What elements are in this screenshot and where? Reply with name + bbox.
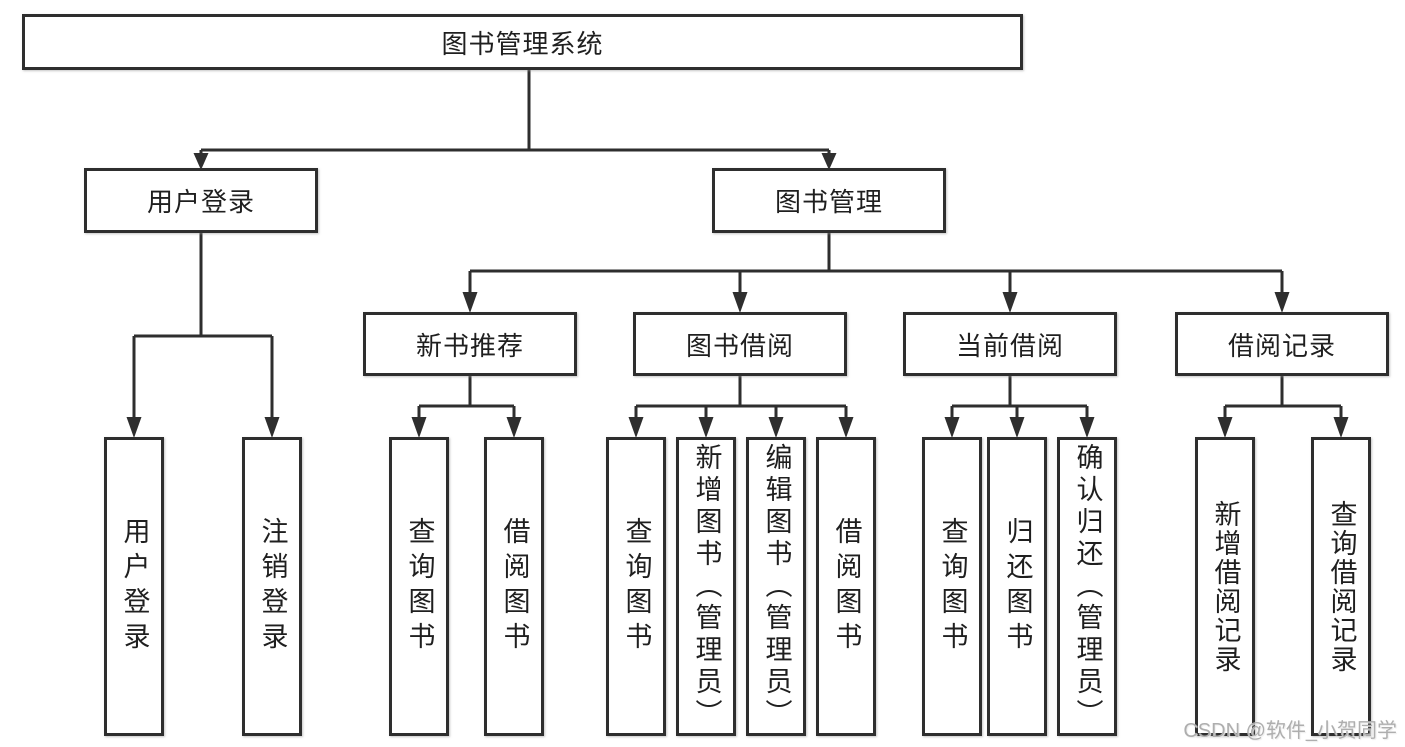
leaf-label: 确认归还（管理员） (1072, 442, 1103, 731)
leaf-query-borrow-record: 查询借阅记录 (1311, 437, 1371, 736)
leaf-query-books-recommend: 查询图书 (389, 437, 449, 736)
leaf-label: 新增借阅记录 (1210, 499, 1241, 674)
leaf-query-books-borrow: 查询图书 (606, 437, 666, 736)
node-label: 图书管理 (774, 187, 883, 217)
node-label: 借阅记录 (1227, 330, 1336, 361)
leaf-label: 借阅图书 (831, 516, 862, 657)
leaf-edit-book-admin: 编辑图书（管理员） (746, 437, 806, 736)
leaf-label: 用户登录 (119, 516, 150, 657)
leaf-query-books-current: 查询图书 (922, 437, 982, 736)
node-label: 新书推荐 (415, 330, 524, 361)
node-borrow-records: 借阅记录 (1175, 312, 1389, 376)
node-book-borrow: 图书借阅 (633, 312, 847, 376)
leaf-label: 新增图书（管理员） (691, 442, 722, 731)
leaf-borrow-books: 借阅图书 (816, 437, 876, 736)
leaf-label: 查询图书 (937, 516, 968, 657)
node-label: 图书借阅 (685, 330, 794, 361)
leaf-label: 查询图书 (621, 516, 652, 657)
node-new-book-recommend: 新书推荐 (363, 312, 577, 376)
leaf-label: 归还图书 (1002, 516, 1033, 657)
leaf-add-book-admin: 新增图书（管理员） (676, 437, 736, 736)
leaf-borrow-books-recommend: 借阅图书 (484, 437, 544, 736)
leaf-label: 查询图书 (404, 516, 435, 657)
leaf-add-borrow-record: 新增借阅记录 (1195, 437, 1255, 736)
leaf-user-login: 用户登录 (104, 437, 164, 736)
leaf-logout: 注销登录 (242, 437, 302, 736)
node-label: 当前借阅 (955, 330, 1064, 361)
leaf-label: 注销登录 (257, 516, 288, 657)
leaf-label: 编辑图书（管理员） (761, 442, 792, 731)
csdn-watermark: CSDN @软件_小贺同学 (1183, 720, 1397, 742)
node-book-management: 图书管理 (712, 168, 946, 233)
leaf-label: 查询借阅记录 (1326, 499, 1357, 674)
node-user-login: 用户登录 (84, 168, 318, 233)
arrowheads (126, 153, 1349, 438)
leaf-return-book: 归还图书 (987, 437, 1047, 736)
node-library-management-system: 图书管理系统 (22, 14, 1023, 70)
node-label: 用户登录 (146, 187, 255, 217)
node-label: 图书管理系统 (441, 28, 604, 59)
leaf-confirm-return-admin: 确认归还（管理员） (1057, 437, 1117, 736)
node-current-borrow: 当前借阅 (903, 312, 1117, 376)
leaf-label: 借阅图书 (499, 516, 530, 657)
